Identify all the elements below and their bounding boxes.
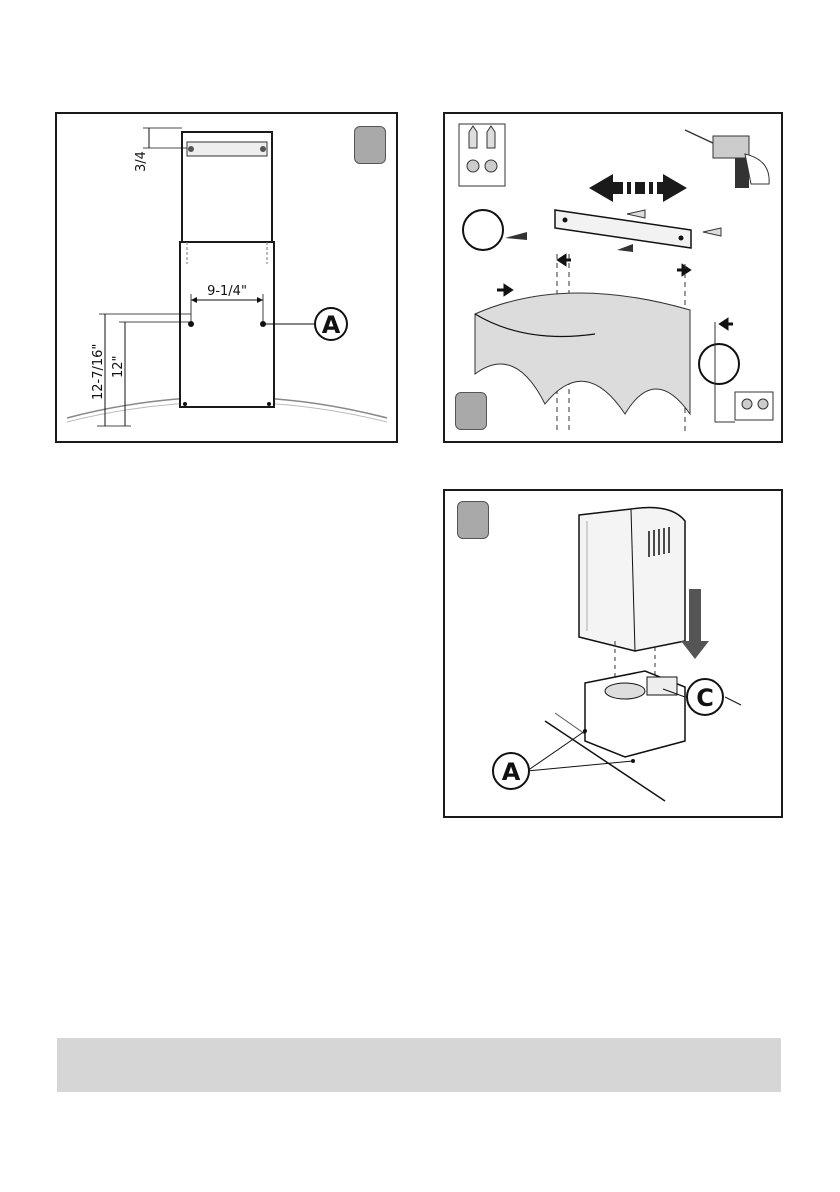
dimension-height-inner-label: 12" (111, 355, 126, 378)
callout-a-label: A (322, 311, 341, 339)
screw-icon (617, 244, 633, 252)
dimension-width-label: 9-1/4" (207, 284, 247, 299)
callout-a-label: A (502, 758, 521, 786)
figure-panel-chimney-dimensions: 3/4 9-1/4" 12-7/16" 12" A (55, 112, 398, 443)
screw-icon (505, 232, 527, 240)
adjust-arrow-icon (589, 174, 687, 202)
chimney-placement-drawing: C A (445, 491, 781, 816)
wall-plug-icon (703, 228, 721, 236)
wall-plug-icon (459, 124, 505, 186)
duct-collar (605, 683, 645, 699)
wall-plug-icon (627, 210, 645, 218)
figure-panel-chimney-placement: C A (443, 489, 783, 818)
drill-icon (685, 130, 769, 188)
mounting-bracket (555, 210, 691, 248)
footer-band (57, 1038, 781, 1092)
dimension-top-label: 3/4 (134, 151, 149, 172)
callout-c-label: C (696, 684, 714, 712)
callout-circle (463, 210, 503, 250)
bracket-mounting-drawing (445, 114, 781, 441)
dimension-height-outer-label: 12-7/16" (91, 344, 106, 400)
figure-panel-bracket-mounting (443, 112, 783, 443)
callout-circle (699, 344, 739, 384)
chimney-dimension-drawing: 3/4 9-1/4" 12-7/16" 12" A (57, 114, 396, 441)
hood-body (475, 293, 690, 414)
